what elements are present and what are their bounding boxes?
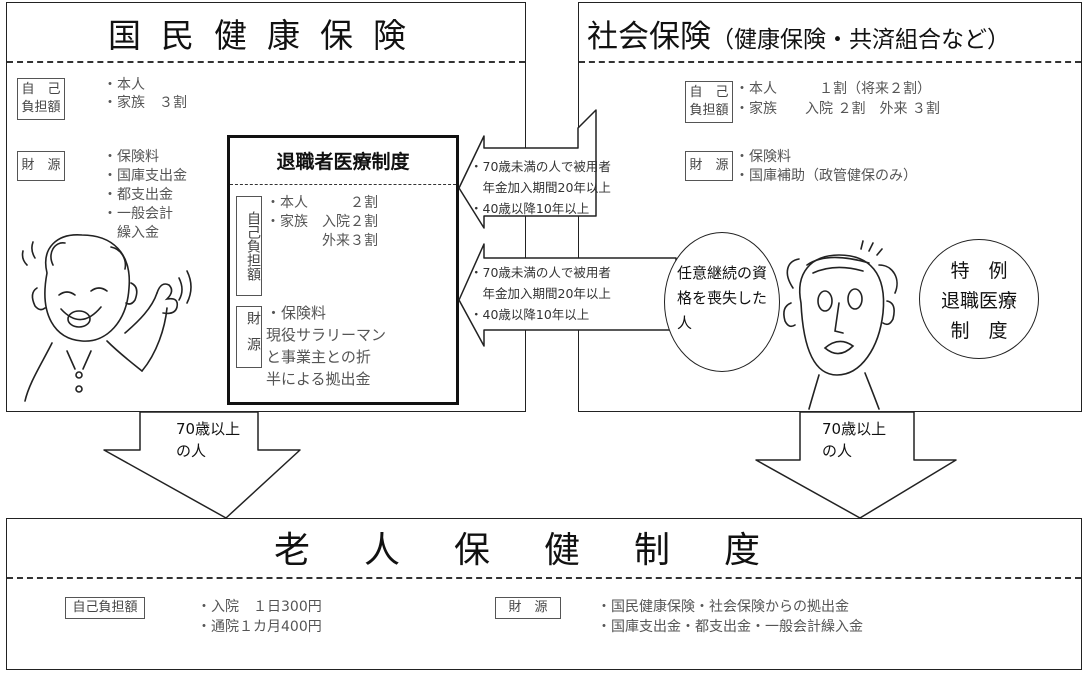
tokurei-circle: 特 例 退職医療 制 度 [919, 239, 1039, 359]
rojin-fund-label: 財 源 [495, 597, 561, 619]
taishoku-title: 退職者医療制度 [276, 151, 410, 173]
shakai-fund-lines: ・保険料・国庫補助（政管健保のみ） [735, 149, 917, 184]
bubble-line: 任意継続の資 [677, 264, 768, 282]
elderly-man-illustration-right [783, 240, 898, 410]
elderly-man-illustration-left [21, 234, 192, 402]
rojin-self-lines: ・入院 １日300円・通院１カ月400円 [197, 599, 322, 635]
rojin-box: 老人保健制度 自己負担額 ・入院 １日300円・通院１カ月400円 財 源 ・国… [6, 518, 1082, 670]
arrow-over70-right [755, 411, 957, 519]
arrow-lower-text: ・70歳未満の人で被用者 年金加入期間20年以上・40歳以降10年以上 [470, 265, 611, 322]
tokurei-line: 退職医療 [940, 290, 1017, 312]
bubble-line: 格を喪失した [677, 289, 768, 307]
shakai-fund-label: 財 源 [685, 151, 733, 181]
taishoku-box: 退職者医療制度 自己負担額 ・本人 ２割・家族 入院２割 外来３割 財源 ・保険… [227, 135, 459, 405]
kokumin-fund-lines: ・保険料・国庫支出金 ・都支出金・一般会計 繰入金 [103, 149, 187, 241]
kokumin-self-lines: ・本人・家族 ３割 [103, 77, 187, 111]
shakai-divider [579, 61, 1081, 63]
shakai-self-lines: ・本人 １割（将来２割）・家族 入院 ２割 外来 ３割 [735, 81, 940, 117]
arrow-over70-left [103, 411, 301, 519]
rojin-title: 老人保健制度 [273, 530, 814, 571]
bubble-line: 人 [677, 314, 693, 332]
kokumin-divider [7, 61, 525, 63]
over70-right-label: 70歳以上の人 [822, 420, 887, 460]
kokumin-fund-label: 財 源 [17, 151, 65, 181]
bubble-circle: 任意継続の資 格を喪失した 人 [664, 232, 780, 372]
kokumin-self-label: 自 己負担額 [17, 78, 65, 120]
arrow-upper-text: ・70歳未満の人で被用者 年金加入期間20年以上・40歳以降10年以上 [470, 159, 611, 216]
taishoku-self-label: 自己負担額 [236, 196, 262, 296]
shakai-self-label: 自 己負担額 [685, 81, 733, 123]
tokurei-line: 特 例 [950, 260, 1008, 282]
rojin-fund-lines: ・国民健康保険・社会保険からの拠出金・国庫支出金・都支出金・一般会計繰入金 [597, 599, 863, 635]
rojin-self-label: 自己負担額 [65, 597, 145, 619]
taishoku-self-lines: ・本人 ２割・家族 入院２割 外来３割 [266, 195, 378, 249]
taishoku-divider [230, 184, 456, 185]
shakai-title: 社会保険（健康保険・共済組合など） [587, 19, 1010, 55]
arrow-upper [458, 109, 597, 229]
taishoku-fund-lines: ・保険料現役サラリーマン と事業主との折半による拠出金 [266, 304, 387, 388]
over70-left-label: 70歳以上の人 [176, 420, 241, 460]
tokurei-line: 制 度 [950, 320, 1008, 342]
taishoku-fund-label: 財源 [236, 306, 262, 368]
kokumin-title: 国民健康保険 [108, 16, 426, 55]
rojin-divider [7, 577, 1081, 579]
